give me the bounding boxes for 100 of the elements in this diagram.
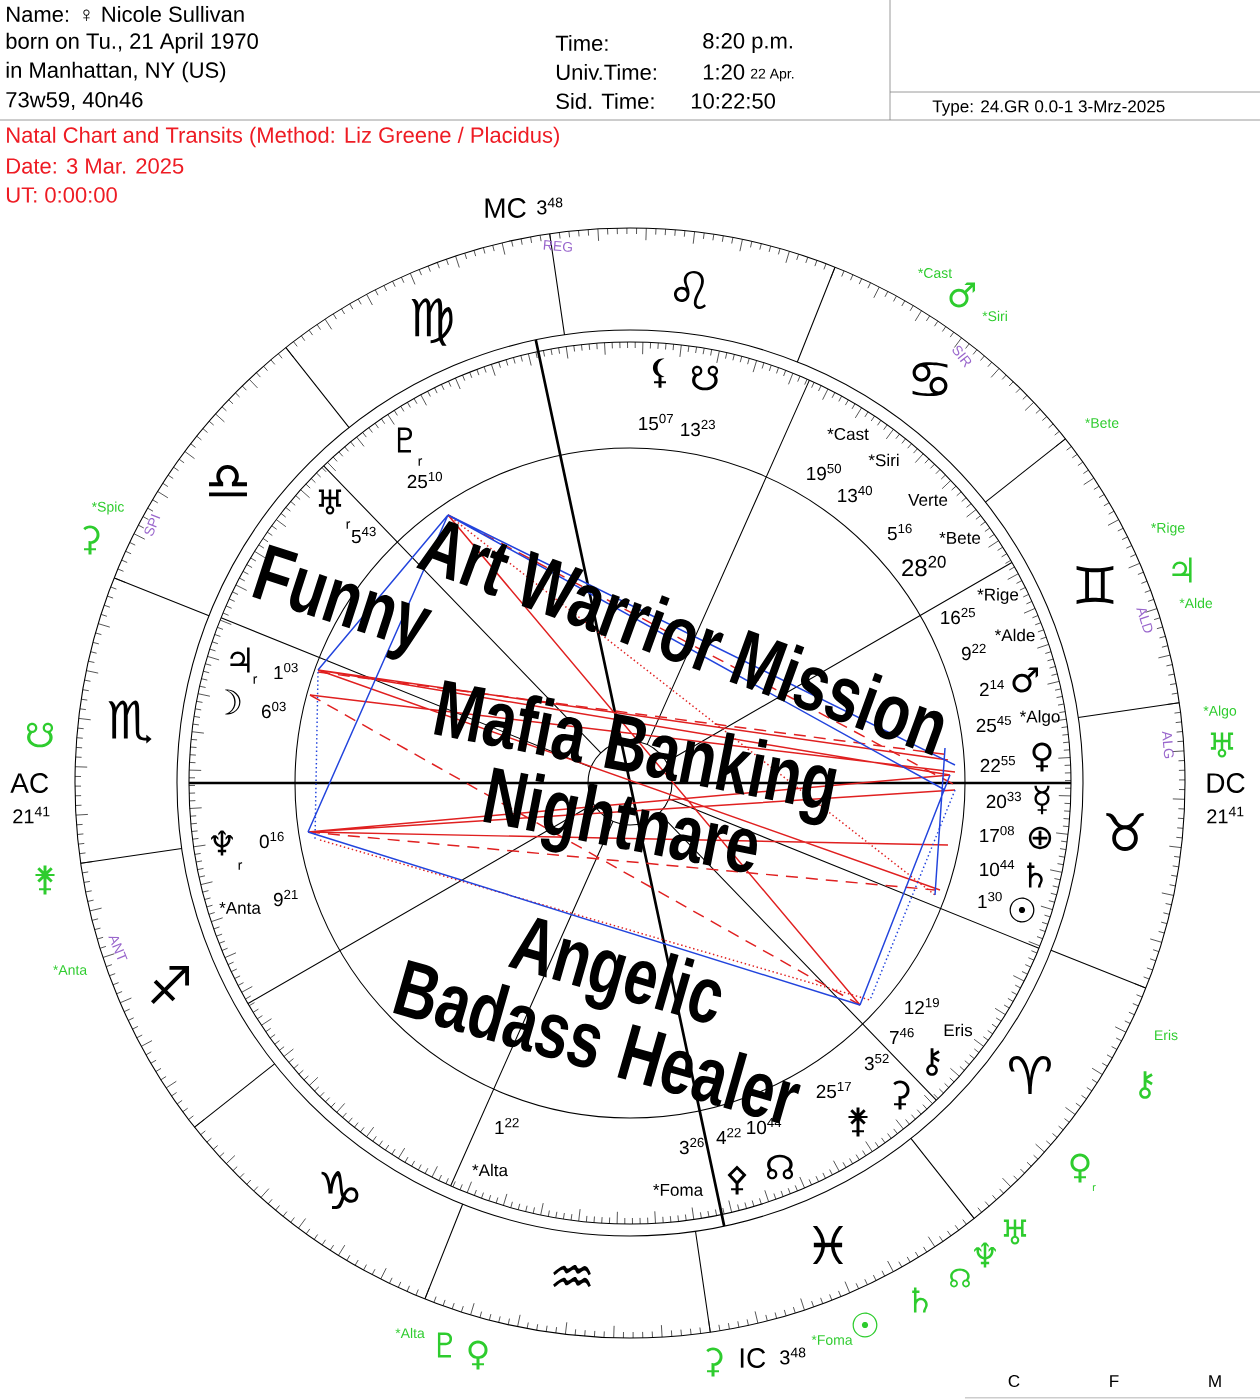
star-label: Eris (1155, 1029, 1178, 1041)
planet-glyph: ☿ (1034, 785, 1050, 815)
degree-label: r (253, 676, 258, 684)
planet-glyph: ⚳ (83, 525, 100, 555)
star-label: *Foma (811, 1335, 853, 1345)
planet-glyph: ♆ (211, 830, 233, 856)
angle-label: AC (10, 773, 49, 793)
planet-glyph: ♂ (949, 282, 975, 308)
degree-label: 7$^{46}$ (890, 1027, 914, 1045)
zodiac-sign: ♎ (209, 465, 247, 497)
zodiac-sign: ♏ (108, 700, 152, 744)
angle-label: MC (485, 198, 526, 218)
star-code: REG (543, 240, 573, 252)
degree-label: 20$^{33}$ (986, 791, 1021, 809)
zodiac-sign: ♒ (553, 1264, 591, 1288)
degree-label: 12$^{19}$ (905, 997, 939, 1015)
zodiac-sign: ♐ (151, 966, 189, 1004)
degree-label: 22$^{55}$ (980, 755, 1015, 773)
degree-label: 25$^{10}$ (407, 471, 443, 489)
info-text: 10:22:50 (691, 93, 776, 109)
degree-label: 3$^{52}$ (864, 1053, 889, 1071)
star-label: *Alde (1179, 597, 1213, 609)
star-label: *Alde (994, 628, 1035, 642)
planet-glyph: ⚵ (35, 865, 55, 895)
star-label: *Foma (653, 1184, 704, 1196)
degree-label: 19$^{50}$ (807, 463, 842, 481)
column-header: F (1110, 1375, 1119, 1387)
planet-glyph: ☉ (1009, 897, 1035, 923)
degree-label: 9$^{21}$ (273, 889, 298, 907)
zodiac-sign: ♍ (411, 298, 453, 346)
zodiac-sign: ♌ (673, 271, 707, 309)
degree-label: 0$^{16}$ (259, 831, 284, 849)
planet-glyph: ☋ (26, 722, 54, 748)
star-label: Verte (908, 494, 948, 506)
planet-glyph: ⚳ (893, 1080, 910, 1110)
angle-label: IC (740, 1348, 766, 1368)
zodiac-sign: ♓ (812, 1226, 844, 1264)
star-label: *Siri (982, 310, 1007, 322)
degree-label: 1$^{03}$ (274, 662, 298, 680)
degree-label: 5$^{16}$ (887, 523, 912, 541)
degree-label: 1$^{22}$ (495, 1117, 519, 1135)
planet-glyph: ⚸ (652, 358, 666, 388)
planet-glyph: ⚷ (1139, 1071, 1153, 1099)
degree-label: 3$^{26}$ (679, 1137, 704, 1155)
star-label: r (1092, 1185, 1096, 1191)
planet-glyph: ♂ (1012, 667, 1038, 693)
planet-glyph: ♇ (397, 427, 413, 453)
degree-label: 25$^{17}$ (816, 1081, 851, 1099)
degree-label: 13$^{40}$ (838, 485, 873, 503)
star-code: SIR (952, 345, 972, 368)
planet-glyph: ♀ (1070, 1153, 1090, 1183)
degree-label: 17$^{08}$ (980, 825, 1014, 843)
degree-label: 4$^{22}$ (716, 1127, 741, 1145)
degree-label: 15$^{07}$ (639, 413, 673, 431)
degree-label: 21$^{41}$ (13, 806, 50, 824)
degree-label: r (346, 521, 351, 529)
star-code: ALD (1136, 608, 1153, 633)
degree-label: 2$^{14}$ (980, 679, 1004, 697)
star-label: *Algo (1203, 705, 1237, 719)
planet-glyph: ⚷ (926, 1048, 940, 1076)
planet-glyph: ♀ (468, 1340, 488, 1370)
planet-glyph: ☋ (691, 365, 719, 391)
planet-glyph: ♆ (974, 1242, 996, 1268)
planet-glyph: ♄ (912, 1287, 928, 1313)
zodiac-sign: ♑ (321, 1171, 359, 1209)
column-header: C (1008, 1374, 1020, 1388)
chart-title: Date: 3 Mar. 2025 (7, 158, 184, 174)
planet-glyph: ♅ (318, 489, 342, 515)
degree-label: 9$^{22}$ (961, 643, 986, 661)
angle-label: DC (1207, 773, 1245, 793)
info-text: Type: 24.GR 0.0-1 3-Mrz-2025 (932, 100, 1165, 116)
star-label: *Cast (827, 427, 869, 441)
planet-glyph: ⊕ (1028, 826, 1052, 850)
planet-glyph: ♃ (230, 647, 250, 673)
planet-glyph: ♇ (437, 1332, 453, 1358)
info-text: 8:20 p.m. (703, 33, 792, 53)
info-text: born on Tu., 21 April 1970 (6, 32, 258, 54)
degree-label: r (418, 458, 423, 466)
zodiac-sign: ♉ (1106, 813, 1144, 851)
star-label: *Cast (918, 268, 952, 278)
planet-glyph: ♃ (1172, 557, 1192, 583)
star-label: *Rige (977, 588, 1019, 604)
star-label: *Alta (395, 1327, 425, 1339)
degree-label: r (238, 862, 243, 870)
info-text: Name: ♀ Nicole Sullivan (7, 5, 244, 23)
info-text: Sid. Time: (556, 92, 654, 110)
degree-label: 3$^{48}$ (537, 197, 563, 215)
star-label: *Bete (939, 532, 981, 544)
degree-label: 25$^{45}$ (976, 715, 1011, 733)
planet-glyph: ☊ (950, 1268, 970, 1288)
star-label: Eris (944, 1023, 973, 1037)
planet-glyph: ☊ (766, 1154, 794, 1180)
planet-glyph: ⚳ (706, 1347, 723, 1377)
info-text: 1:20 (703, 64, 745, 80)
planet-glyph: ♀ (1032, 742, 1052, 772)
degree-label: 5$^{43}$ (351, 526, 376, 544)
zodiac-sign: ♋ (912, 362, 948, 397)
degree-label: 16$^{25}$ (941, 607, 975, 625)
degree-label: 6$^{03}$ (262, 701, 286, 719)
star-code: ANT (108, 936, 128, 960)
